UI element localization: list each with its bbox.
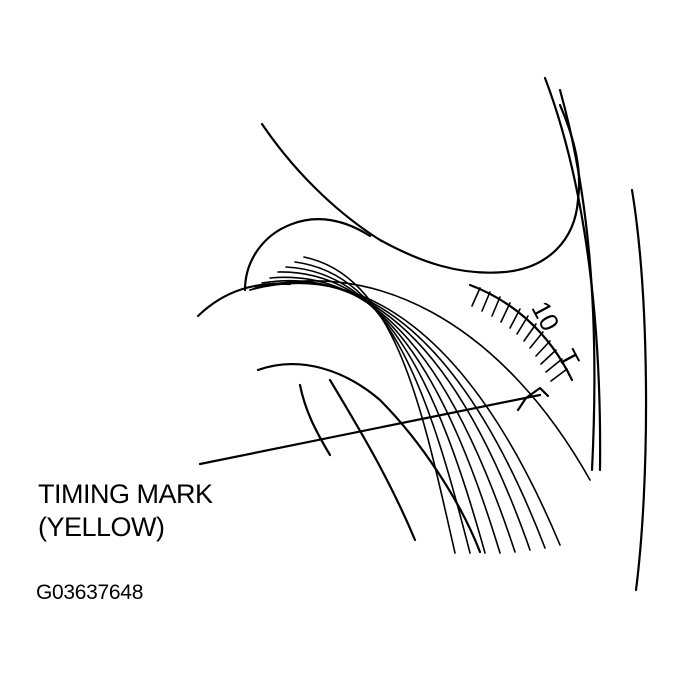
- housing-outer-edge: [543, 76, 602, 472]
- figure-code: G03637648: [36, 581, 144, 604]
- housing-inner-edge: [558, 88, 596, 472]
- scale-label-t: T: [552, 344, 586, 372]
- housing-far-edge: [630, 188, 648, 592]
- cover-top-curve: [260, 103, 581, 274]
- callout-line-1: TIMING MARK: [38, 479, 213, 509]
- timing-mark-callout: TIMING MARK (YELLOW): [38, 478, 213, 544]
- pulley-grooves: [249, 256, 591, 554]
- timing-scale: 10 T: [468, 283, 586, 382]
- pulley-outer-arc: [196, 282, 292, 318]
- timing-mark-notch: [516, 386, 550, 412]
- lower-arc-1: [256, 363, 482, 554]
- callout-leader: [198, 393, 542, 466]
- callout-line-2: (YELLOW): [38, 512, 165, 542]
- pulley-lip: [243, 218, 372, 292]
- lower-arc-3: [328, 378, 417, 542]
- lower-arc-2: [298, 383, 332, 457]
